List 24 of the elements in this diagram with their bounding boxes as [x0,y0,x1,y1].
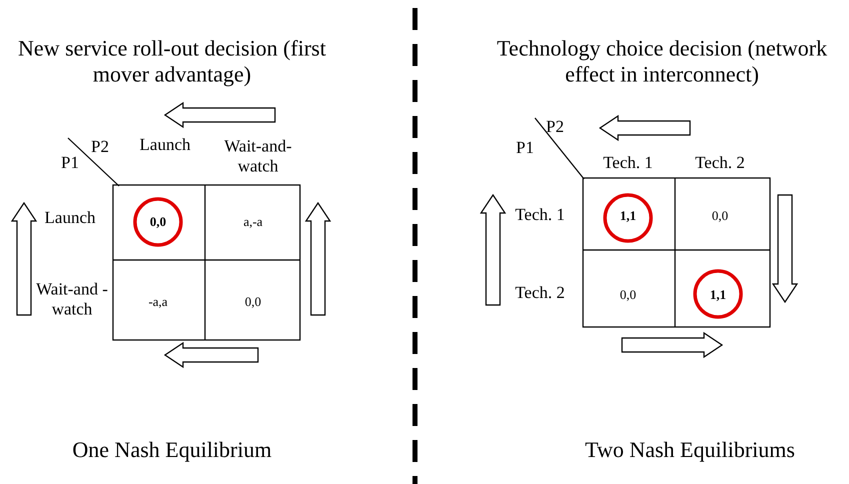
payoff-value: 0,0 [150,214,166,230]
player-label: P1 [516,138,534,158]
player-label: P2 [546,116,564,138]
column-header: Launch [140,134,190,156]
row-header: Tech. 2 [515,282,565,304]
panel-title: Technology choice decision (network effect in interconnect) [496,36,828,88]
payoff-value: 0,0 [620,287,636,303]
column-header: Wait-and- watch [223,136,293,178]
payoff-value: 0,0 [244,294,262,310]
row-header: Wait-and -watch [35,280,109,320]
payoff-value: -a,a [148,294,168,310]
equilibrium-count: Two Nash Equilibriums [585,436,795,464]
column-header: Tech. 1 [603,152,653,174]
payoff-value: 0,0 [712,208,728,224]
panel-title: New service roll-out decision (first mover advantage) [17,36,327,88]
payoff-value: 1,1 [710,287,726,303]
column-header: Tech. 2 [695,152,745,174]
player-label: P2 [91,136,109,158]
payoff-value: 1,1 [620,208,636,224]
player-label: P1 [61,152,79,174]
row-header: Launch [44,208,96,228]
row-header: Tech. 1 [515,204,565,226]
payoff-value: a,-a [243,214,263,230]
equilibrium-count: One Nash Equilibrium [72,436,272,464]
